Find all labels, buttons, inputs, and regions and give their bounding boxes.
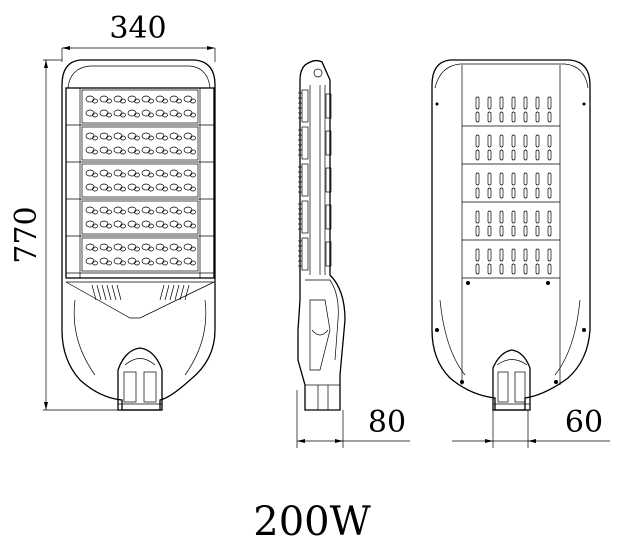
back-depth-label: 60 (565, 405, 603, 440)
back-view: 60 (431, 59, 610, 448)
front-view: 340 770 (9, 11, 216, 411)
vent-slot (523, 172, 528, 186)
fin-row (462, 248, 560, 279)
vent-slot (523, 134, 528, 148)
lower-fins (91, 284, 190, 301)
vent-slot (499, 134, 504, 148)
fin-row (462, 210, 560, 241)
led-module (66, 237, 214, 274)
vent-slot (547, 248, 552, 262)
vent-slot (499, 172, 504, 186)
vent-slot (499, 210, 504, 224)
vent-slot (511, 172, 516, 186)
led-module (66, 126, 214, 163)
led-modules (66, 89, 214, 274)
vent-slot (475, 248, 480, 262)
vent-slot (523, 210, 528, 224)
model-power-title: 200W (253, 499, 370, 545)
back-mount-bracket (492, 349, 531, 411)
vent-slot (523, 248, 528, 262)
led-module (66, 200, 214, 237)
side-depth-dimension: 80 (296, 390, 410, 448)
led-module (66, 89, 214, 126)
vent-slot (499, 96, 504, 110)
vent-slot (487, 248, 492, 262)
vent-slot (475, 134, 480, 148)
back-fins (462, 96, 560, 279)
fin-row (462, 96, 560, 127)
side-ribs (298, 89, 332, 271)
width-label: 340 (109, 11, 166, 46)
vent-slot (547, 210, 552, 224)
vent-slot (535, 210, 540, 224)
fin-row (462, 134, 560, 165)
vent-slot (511, 96, 516, 110)
vent-slot (487, 172, 492, 186)
vent-slot (487, 134, 492, 148)
vent-slot (499, 248, 504, 262)
vent-slot (475, 172, 480, 186)
vent-slot (535, 134, 540, 148)
side-housing-outline (297, 59, 346, 411)
width-dimension: 340 (61, 11, 216, 62)
height-label: 770 (9, 206, 44, 263)
back-housing-outline (431, 59, 591, 411)
vent-slot (535, 248, 540, 262)
vent-slot (547, 172, 552, 186)
vent-slot (487, 96, 492, 110)
fin-row (462, 172, 560, 203)
back-depth-dimension: 60 (452, 405, 610, 448)
vent-slot (535, 172, 540, 186)
vent-slot (535, 96, 540, 110)
vent-slot (547, 134, 552, 148)
vent-slot (511, 134, 516, 148)
side-view: 80 (296, 59, 410, 448)
vent-slot (547, 96, 552, 110)
vent-slot (523, 96, 528, 110)
vent-slot (487, 210, 492, 224)
front-mount-bracket (117, 347, 163, 411)
vent-slot (475, 96, 480, 110)
vent-slot (511, 248, 516, 262)
height-dimension: 770 (9, 59, 122, 411)
led-module (66, 163, 214, 200)
vent-slot (475, 210, 480, 224)
side-depth-label: 80 (368, 405, 406, 440)
vent-slot (511, 210, 516, 224)
